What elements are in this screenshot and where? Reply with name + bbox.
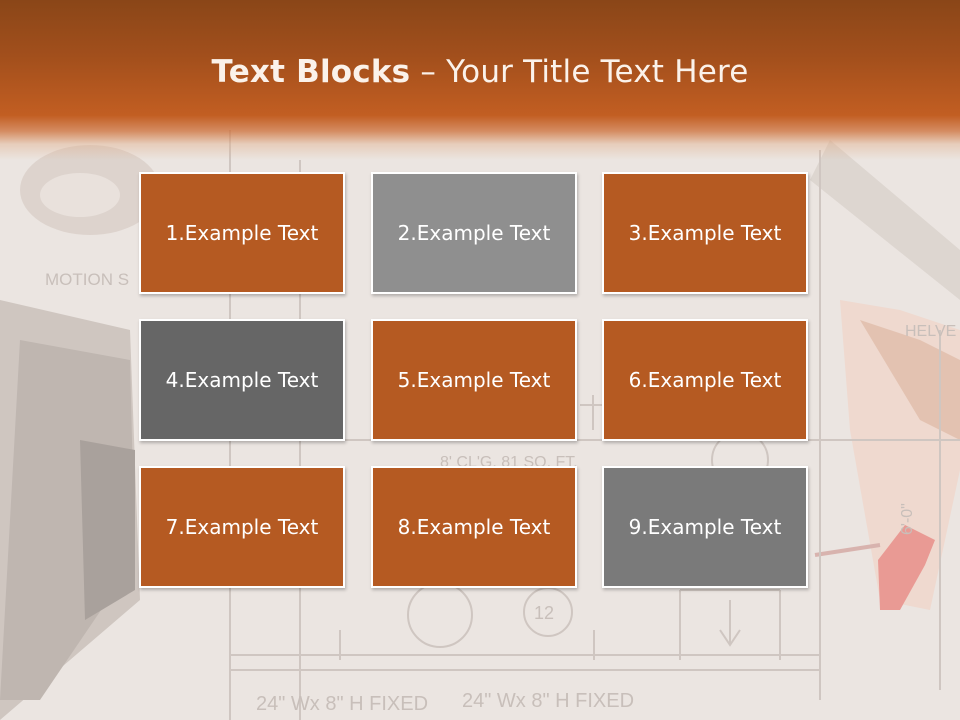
bg-text-fixed-2: 24" Wx 8" H FIXED	[462, 690, 634, 712]
text-block-label: 1.Example Text	[165, 221, 319, 245]
slide-title: Text Blocks – Your Title Text Here	[0, 54, 960, 90]
bg-text-motion: MOTION S	[45, 270, 129, 289]
text-block-9[interactable]: 9.Example Text	[602, 466, 808, 588]
text-block-label: 7.Example Text	[165, 515, 319, 539]
text-block-5[interactable]: 5.Example Text	[371, 319, 577, 441]
text-block-2[interactable]: 2.Example Text	[371, 172, 577, 294]
title-separator: –	[410, 54, 447, 90]
bg-text-helve: HELVE	[905, 323, 956, 340]
text-block-1[interactable]: 1.Example Text	[139, 172, 345, 294]
text-block-3[interactable]: 3.Example Text	[602, 172, 808, 294]
text-block-label: 6.Example Text	[628, 368, 782, 392]
text-block-label: 9.Example Text	[628, 515, 782, 539]
title-bold-part: Text Blocks	[211, 54, 411, 90]
bg-text-dim: 6'-0"	[899, 503, 916, 535]
bg-text-fixed-1: 24" Wx 8" H FIXED	[256, 693, 428, 715]
title-rest: Your Title Text Here	[446, 54, 749, 90]
title-band	[0, 0, 960, 160]
text-block-8[interactable]: 8.Example Text	[371, 466, 577, 588]
text-block-label: 8.Example Text	[397, 515, 551, 539]
text-block-label: 4.Example Text	[165, 368, 319, 392]
text-block-label: 5.Example Text	[397, 368, 551, 392]
text-block-label: 2.Example Text	[397, 221, 551, 245]
text-block-7[interactable]: 7.Example Text	[139, 466, 345, 588]
text-block-6[interactable]: 6.Example Text	[602, 319, 808, 441]
text-block-4[interactable]: 4.Example Text	[139, 319, 345, 441]
bg-text-twelve: 12	[534, 603, 554, 623]
text-block-label: 3.Example Text	[628, 221, 782, 245]
